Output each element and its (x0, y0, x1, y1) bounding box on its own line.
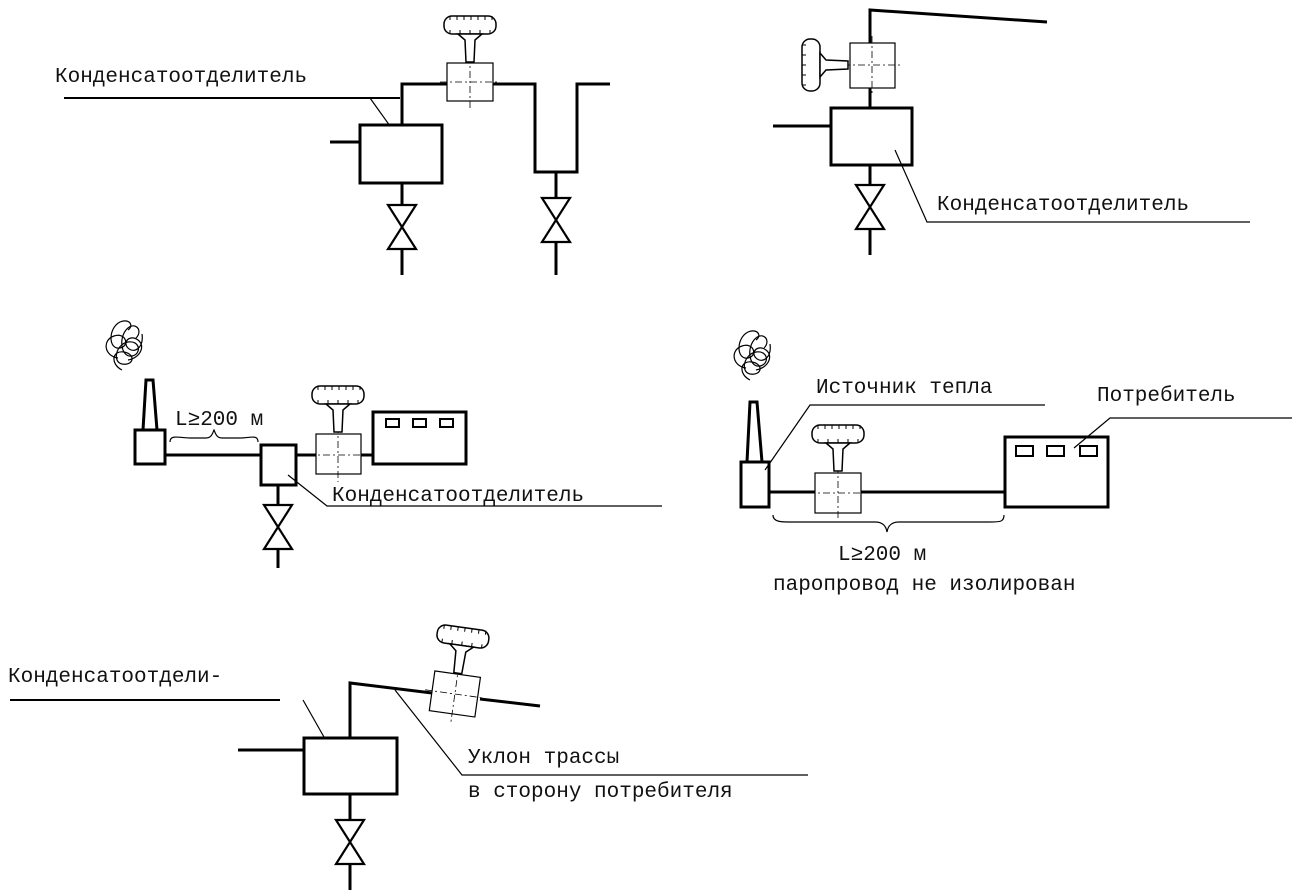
consumer-window (412, 418, 427, 428)
consumer-label: Потребитель (1097, 385, 1236, 408)
separator-label: Конденсатоотделитель (55, 66, 307, 89)
scheme-top-left: Конденсатоотделитель (55, 15, 610, 275)
valve-body (849, 42, 896, 89)
handwheel-icon (431, 623, 491, 678)
chimney (745, 400, 764, 463)
heat-source (133, 428, 167, 466)
chimney (141, 378, 159, 431)
consumer (1003, 435, 1110, 509)
shutoff-valve-icon (854, 183, 886, 231)
dimension-brace (169, 428, 259, 443)
distance-label: L≥200 м (838, 544, 926, 567)
consumer-window (1079, 445, 1098, 457)
condensate-separator (829, 106, 914, 167)
smoke-icon (105, 320, 143, 371)
handwheel-icon (443, 15, 497, 63)
shutoff-valve-icon (262, 503, 294, 551)
pipe-note-label: паропровод не изолирован (773, 574, 1075, 597)
separator-label: Конденсатоотделитель (332, 485, 584, 508)
condensate-separator (302, 736, 399, 796)
dimension-brace (772, 514, 1005, 533)
shutoff-valve-icon (334, 818, 366, 866)
condensate-separator (358, 123, 444, 185)
slope-label-line2: в сторону потребителя (468, 781, 733, 804)
shutoff-valve-icon (386, 203, 418, 251)
heat-source (739, 460, 771, 509)
scheme-bottom: Конденсатоотдели- Уклон трассы в сторону… (8, 623, 808, 890)
heat-source-label: Источник тепла (816, 377, 992, 400)
condensate-separator (259, 443, 298, 487)
handwheel-icon (811, 424, 865, 472)
smoke-icon (733, 330, 771, 381)
handwheel-icon (311, 385, 365, 433)
shutoff-valve-icon (540, 196, 572, 244)
consumer-window (1046, 445, 1065, 457)
consumer-window (439, 418, 454, 428)
distance-label: L≥200 м (175, 409, 263, 432)
separator-label: Конденсатоотделитель (937, 194, 1189, 217)
separator-label: Конденсатоотдели- (8, 666, 222, 689)
scheme-middle-right: Источник тепла Потребитель L≥200 м пароп… (733, 330, 1292, 597)
handwheel-icon (801, 38, 849, 92)
scheme-middle-left: L≥200 м Конденсатоотделитель (105, 320, 662, 568)
consumer-window (1015, 445, 1034, 457)
consumer (371, 410, 468, 466)
scheme-top-right: Конденсатоотделитель (773, 8, 1250, 255)
consumer-window (385, 418, 400, 428)
slope-label-line1: Уклон трассы (468, 747, 619, 770)
valve-body (315, 433, 362, 475)
